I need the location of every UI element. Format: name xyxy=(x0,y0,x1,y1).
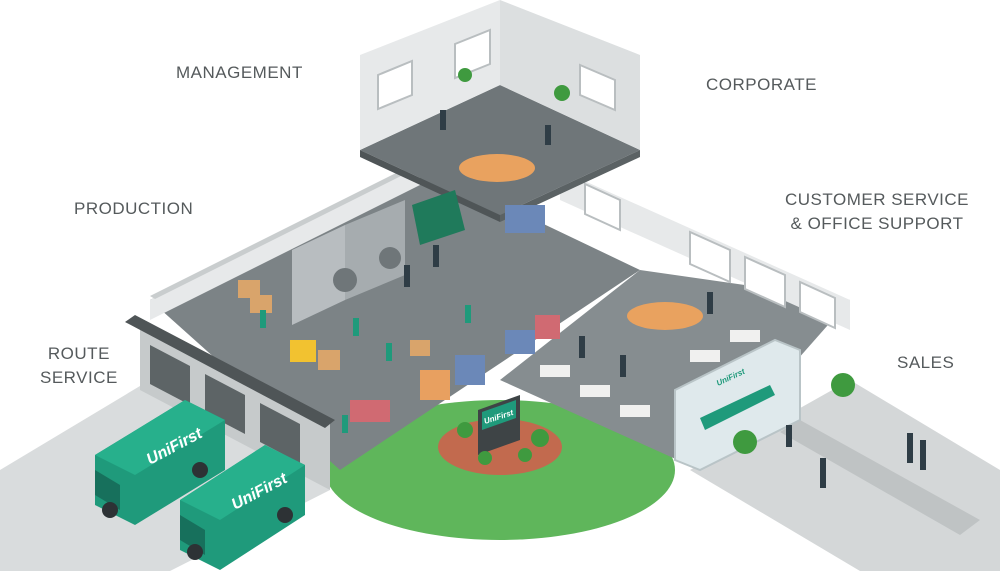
service-windows xyxy=(584,182,836,330)
label-customer-service-line2: & OFFICE SUPPORT xyxy=(790,214,964,233)
lobby-sign-face xyxy=(482,400,516,430)
people xyxy=(404,110,926,488)
service-floor xyxy=(500,270,850,470)
washer-door-2 xyxy=(379,247,401,269)
lobby-counter xyxy=(700,385,775,430)
washer-2 xyxy=(345,200,405,300)
label-route-service-line1: ROUTE xyxy=(47,344,110,363)
boxes xyxy=(238,280,430,370)
sidewalk-strip xyxy=(780,420,980,535)
upper-wall-right xyxy=(500,0,640,150)
loading-dock-roof xyxy=(125,315,335,428)
label-customer-service-line1: CUSTOMER SERVICE xyxy=(785,190,970,209)
dock-doors xyxy=(150,345,300,463)
desks xyxy=(540,330,760,417)
delivery-truck-2 xyxy=(180,445,305,570)
upper-floor-edge xyxy=(360,150,500,222)
conference-table xyxy=(459,154,535,182)
washer-1 xyxy=(292,225,345,325)
upper-floor-edge-r xyxy=(500,150,640,222)
label-corporate: CORPORATE xyxy=(706,75,817,94)
upper-wall-left xyxy=(360,0,500,150)
production-wall-top xyxy=(150,161,425,299)
production-back-wall xyxy=(150,165,420,320)
label-route-service-line2: SERVICE xyxy=(40,368,118,387)
delivery-truck-1 xyxy=(95,400,225,525)
green-machine xyxy=(412,190,465,245)
service-conference-table xyxy=(627,302,703,330)
label-route-service: ROUTE SERVICE xyxy=(40,342,118,390)
staff-green xyxy=(260,305,471,433)
upper-windows xyxy=(377,28,616,112)
label-customer-service: CUSTOMER SERVICE & OFFICE SUPPORT xyxy=(785,188,969,236)
forklift xyxy=(290,340,316,362)
plants xyxy=(457,68,855,465)
label-management: MANAGEMENT xyxy=(176,63,303,82)
clothing-racks xyxy=(350,205,560,422)
label-sales: SALES xyxy=(897,353,955,372)
label-production: PRODUCTION xyxy=(74,199,194,218)
washer-door xyxy=(333,268,357,292)
